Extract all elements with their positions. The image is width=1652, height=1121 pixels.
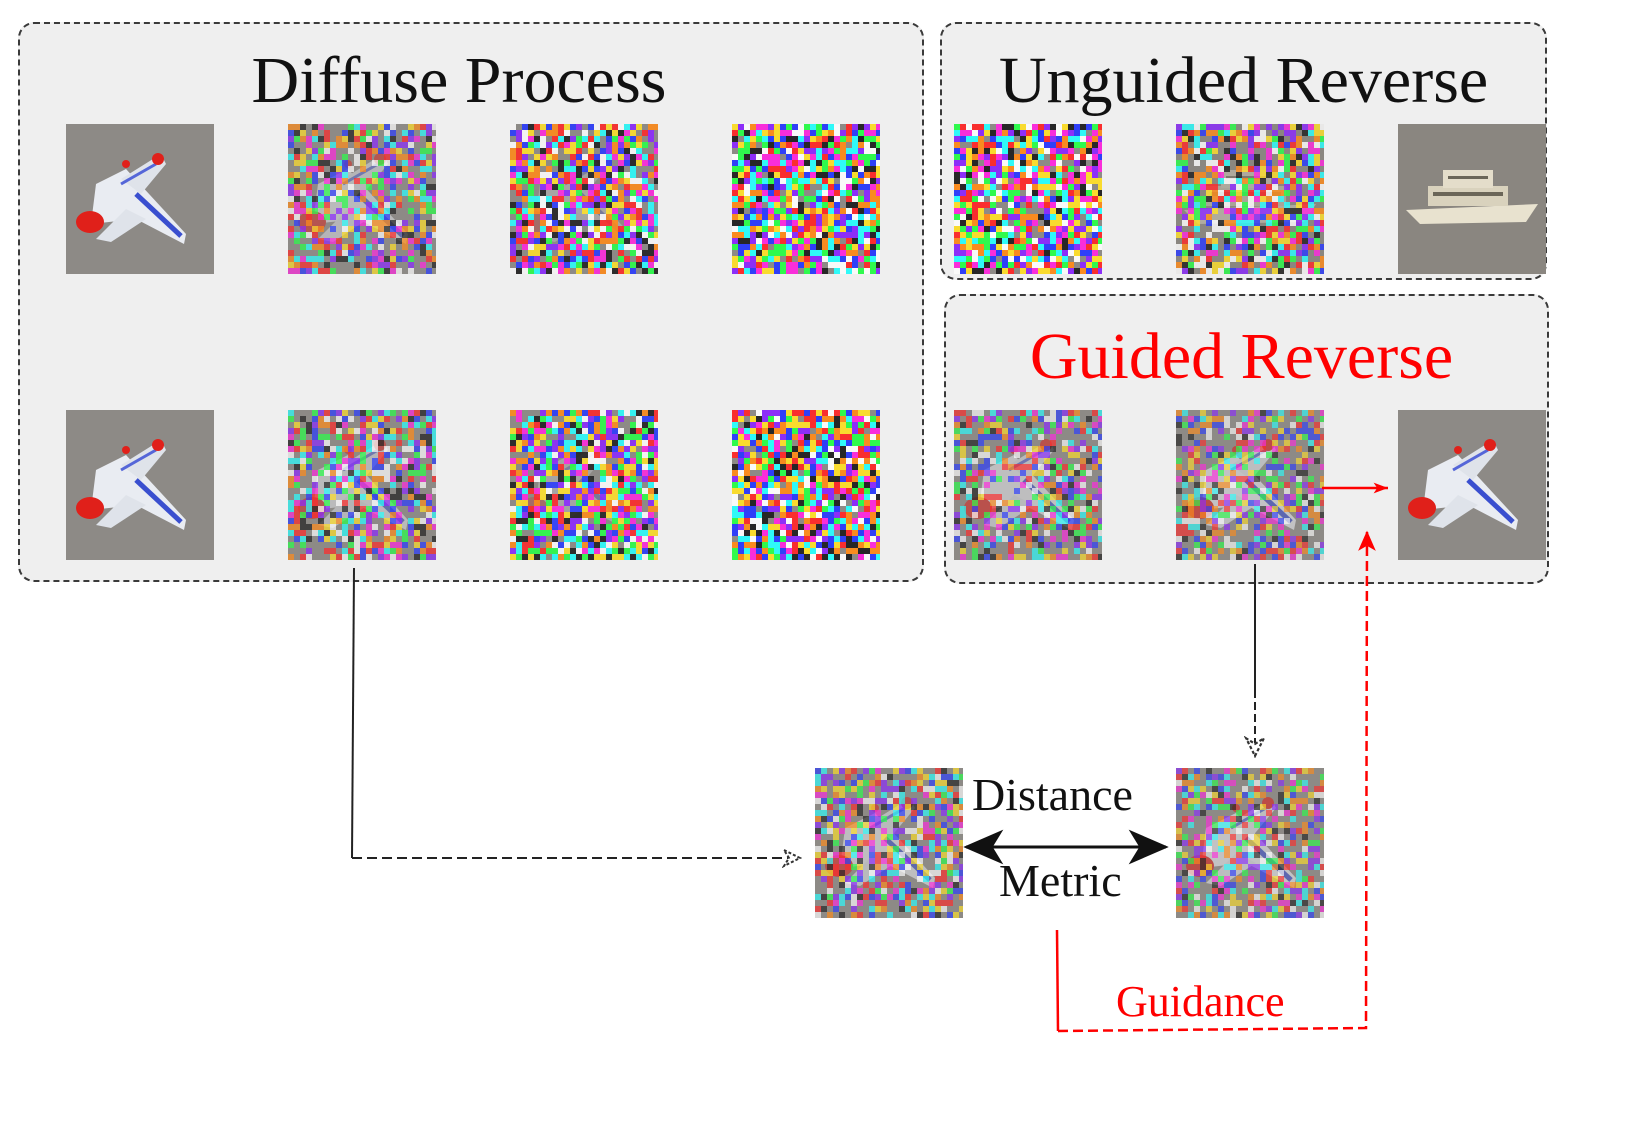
guided-thumb-t0 [954,410,1102,560]
diffuse-row1-thumb-t1 [288,124,436,274]
diffuse-row2-thumb-t3 [732,410,880,560]
unguided-thumb-t2 [1398,124,1546,274]
diffuse-row2-thumb-t1 [288,410,436,560]
guidance-arrow [1057,530,1376,1033]
diffuse-row1-thumb-t0 [66,124,214,274]
metric-label: Metric [999,855,1122,906]
unguided-reverse-title: Unguided Reverse [998,44,1489,117]
unguided-thumb-t0 [954,124,1102,274]
guidance-label: Guidance [1116,977,1285,1026]
diffuse-to-compare-connector [351,567,355,859]
diffuse-row2-thumb-t2 [510,410,658,560]
unguided-thumb-t1 [1176,124,1324,274]
guided-reverse-title: Guided Reverse [1029,320,1454,393]
diffuse-row1-thumb-t3 [732,124,880,274]
diffuse-process-title: Diffuse Process [251,44,667,117]
compare-thumb-right [1176,768,1324,918]
guided-thumb-t1 [1176,410,1324,560]
guidance-connector [1055,929,1060,1032]
guided-thumb-t2 [1398,410,1546,560]
diffuse-row2-thumb-t0 [66,410,214,560]
diffuse-row1-thumb-t2 [510,124,658,274]
compare-thumb-left [815,768,963,918]
distance-label: Distance [972,769,1133,820]
